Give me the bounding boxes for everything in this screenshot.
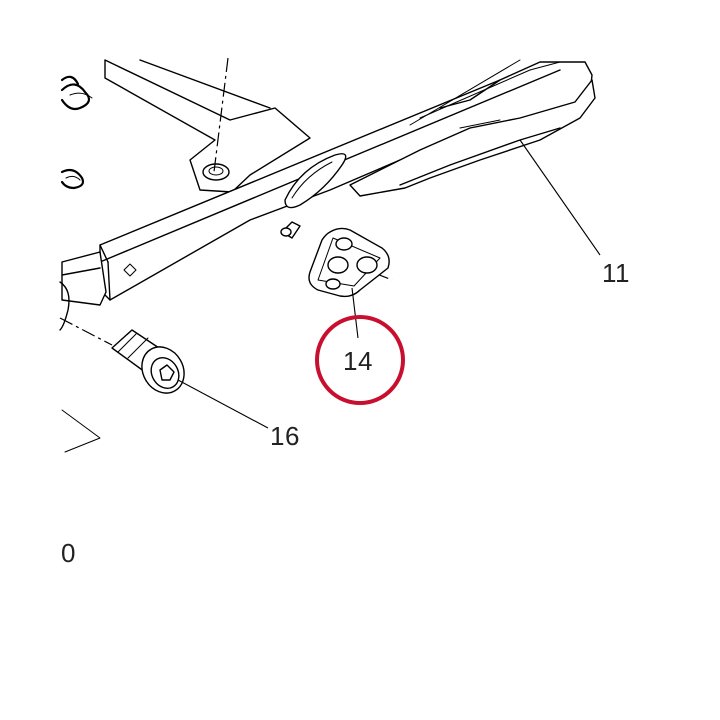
callout-label-11: 11: [602, 258, 630, 288]
callout-label-14: 14: [343, 346, 373, 376]
part-14-plate: [308, 227, 390, 298]
left-edge-fragments: [59, 75, 101, 453]
highlight-ring: [315, 315, 405, 405]
callout-label-0: 0: [61, 538, 76, 568]
part-16-bushing: [111, 329, 185, 394]
leader-lines: [177, 139, 601, 429]
frame-assembly: [61, 59, 596, 306]
callout-label-16: 16: [270, 421, 300, 451]
